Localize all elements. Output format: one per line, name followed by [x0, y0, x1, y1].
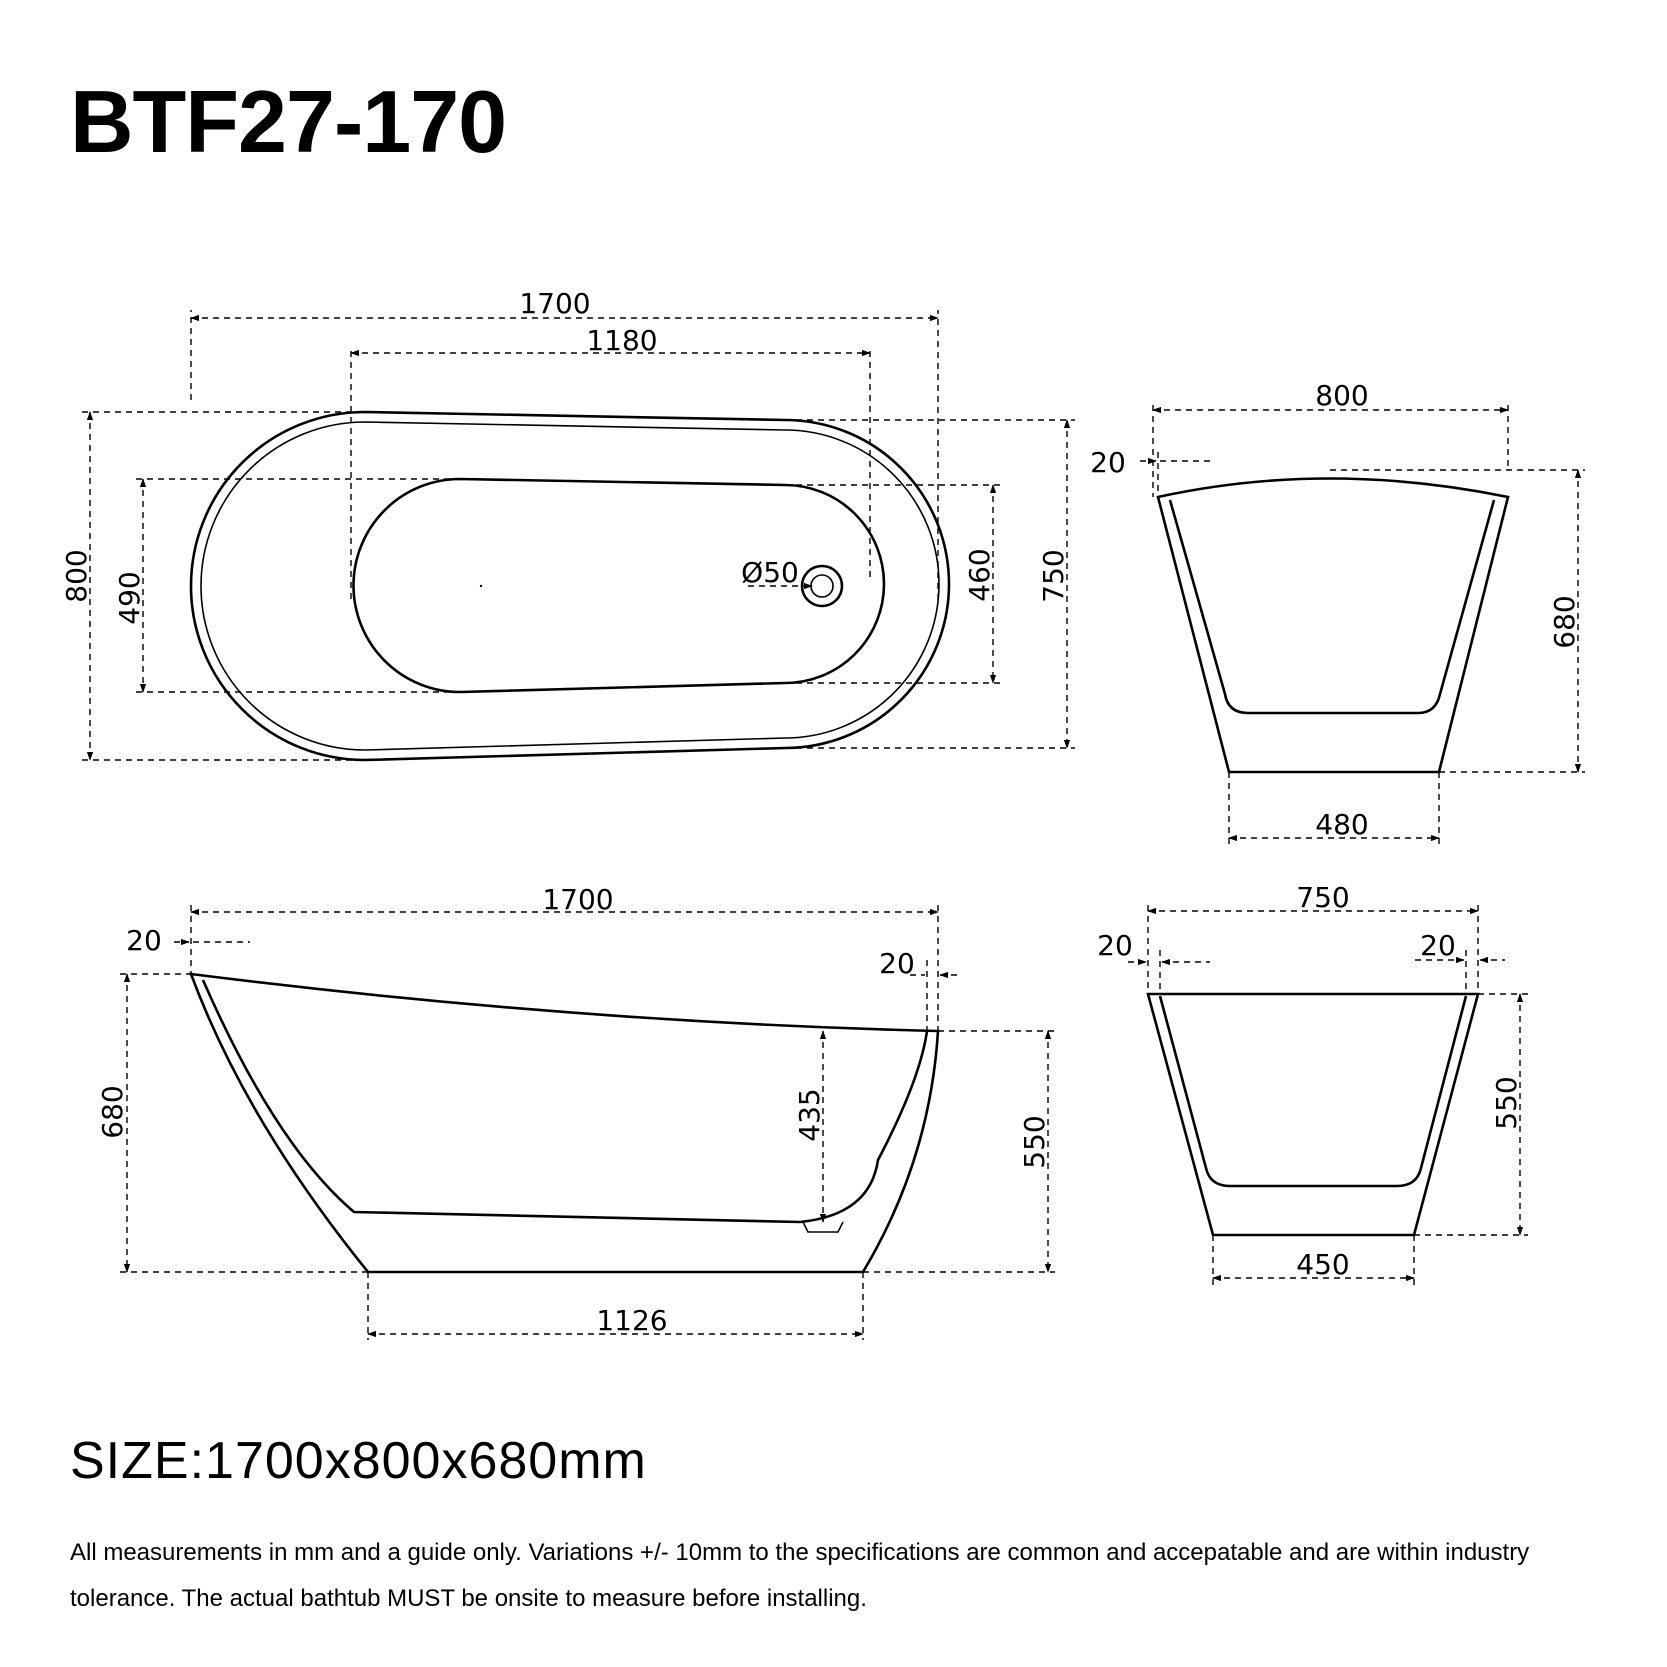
dim-top-overall-length: 1700 — [519, 287, 590, 320]
dim-side-height-right: 550 — [1018, 1115, 1051, 1168]
end-view-750-basin — [1158, 995, 1468, 1188]
drain-hole-inner — [810, 574, 834, 598]
dim-top-inner-width-right: 460 — [963, 548, 996, 601]
dim-end800-top-width: 800 — [1315, 379, 1368, 412]
end-view-800-basin — [1168, 499, 1496, 715]
center-dot — [479, 584, 483, 588]
drain-hole-outer — [800, 564, 844, 608]
side-view: 1700 20 20 680 435 550 1126 — [96, 883, 1055, 1340]
dim-side-height: 680 — [96, 1085, 129, 1138]
dim-top-width-right: 750 — [1037, 549, 1070, 602]
dim-top-inner-width-left: 490 — [113, 571, 146, 624]
dim-end750-base-width: 450 — [1296, 1248, 1349, 1281]
dim-side-inner-depth: 435 — [793, 1088, 826, 1141]
top-view-rim-inner — [200, 421, 940, 751]
dim-end800-base-width: 480 — [1315, 808, 1368, 841]
dim-end800-rim: 20 — [1090, 446, 1126, 479]
dim-side-rim-right: 20 — [879, 947, 915, 980]
top-view-outer-outline — [189, 410, 951, 762]
dim-side-overall-length: 1700 — [542, 883, 613, 916]
end-view-750-outline — [1146, 992, 1480, 1237]
dim-end750-top-width: 750 — [1296, 881, 1349, 914]
dim-end750-height: 550 — [1490, 1076, 1523, 1129]
measurement-disclaimer: All measurements in mm and a guide only.… — [70, 1539, 1530, 1612]
product-title: BTF27-170 — [70, 72, 507, 171]
end-view-750: 750 20 20 550 450 — [1097, 881, 1528, 1285]
side-view-drain — [802, 1221, 844, 1233]
top-view-basin — [352, 477, 886, 694]
top-view: 1700 1180 800 490 460 750 Ø50 — [60, 287, 1075, 762]
dim-end750-rim-right: 20 — [1420, 929, 1456, 962]
side-view-outline — [189, 972, 940, 1274]
end-view-800-outline — [1156, 477, 1510, 774]
dim-side-base-length: 1126 — [596, 1304, 667, 1337]
dim-top-inner-length: 1180 — [586, 324, 657, 357]
dim-side-rim-left: 20 — [126, 924, 162, 957]
dim-top-overall-width: 800 — [60, 549, 93, 602]
side-view-basin — [201, 979, 929, 1224]
size-summary: SIZE:1700x800x680mm — [70, 1432, 647, 1490]
dim-end750-rim-left: 20 — [1097, 929, 1133, 962]
dim-end800-height: 680 — [1548, 595, 1581, 648]
dim-drain-diameter: Ø50 — [741, 556, 799, 589]
end-view-800: 800 20 680 480 — [1090, 379, 1585, 845]
